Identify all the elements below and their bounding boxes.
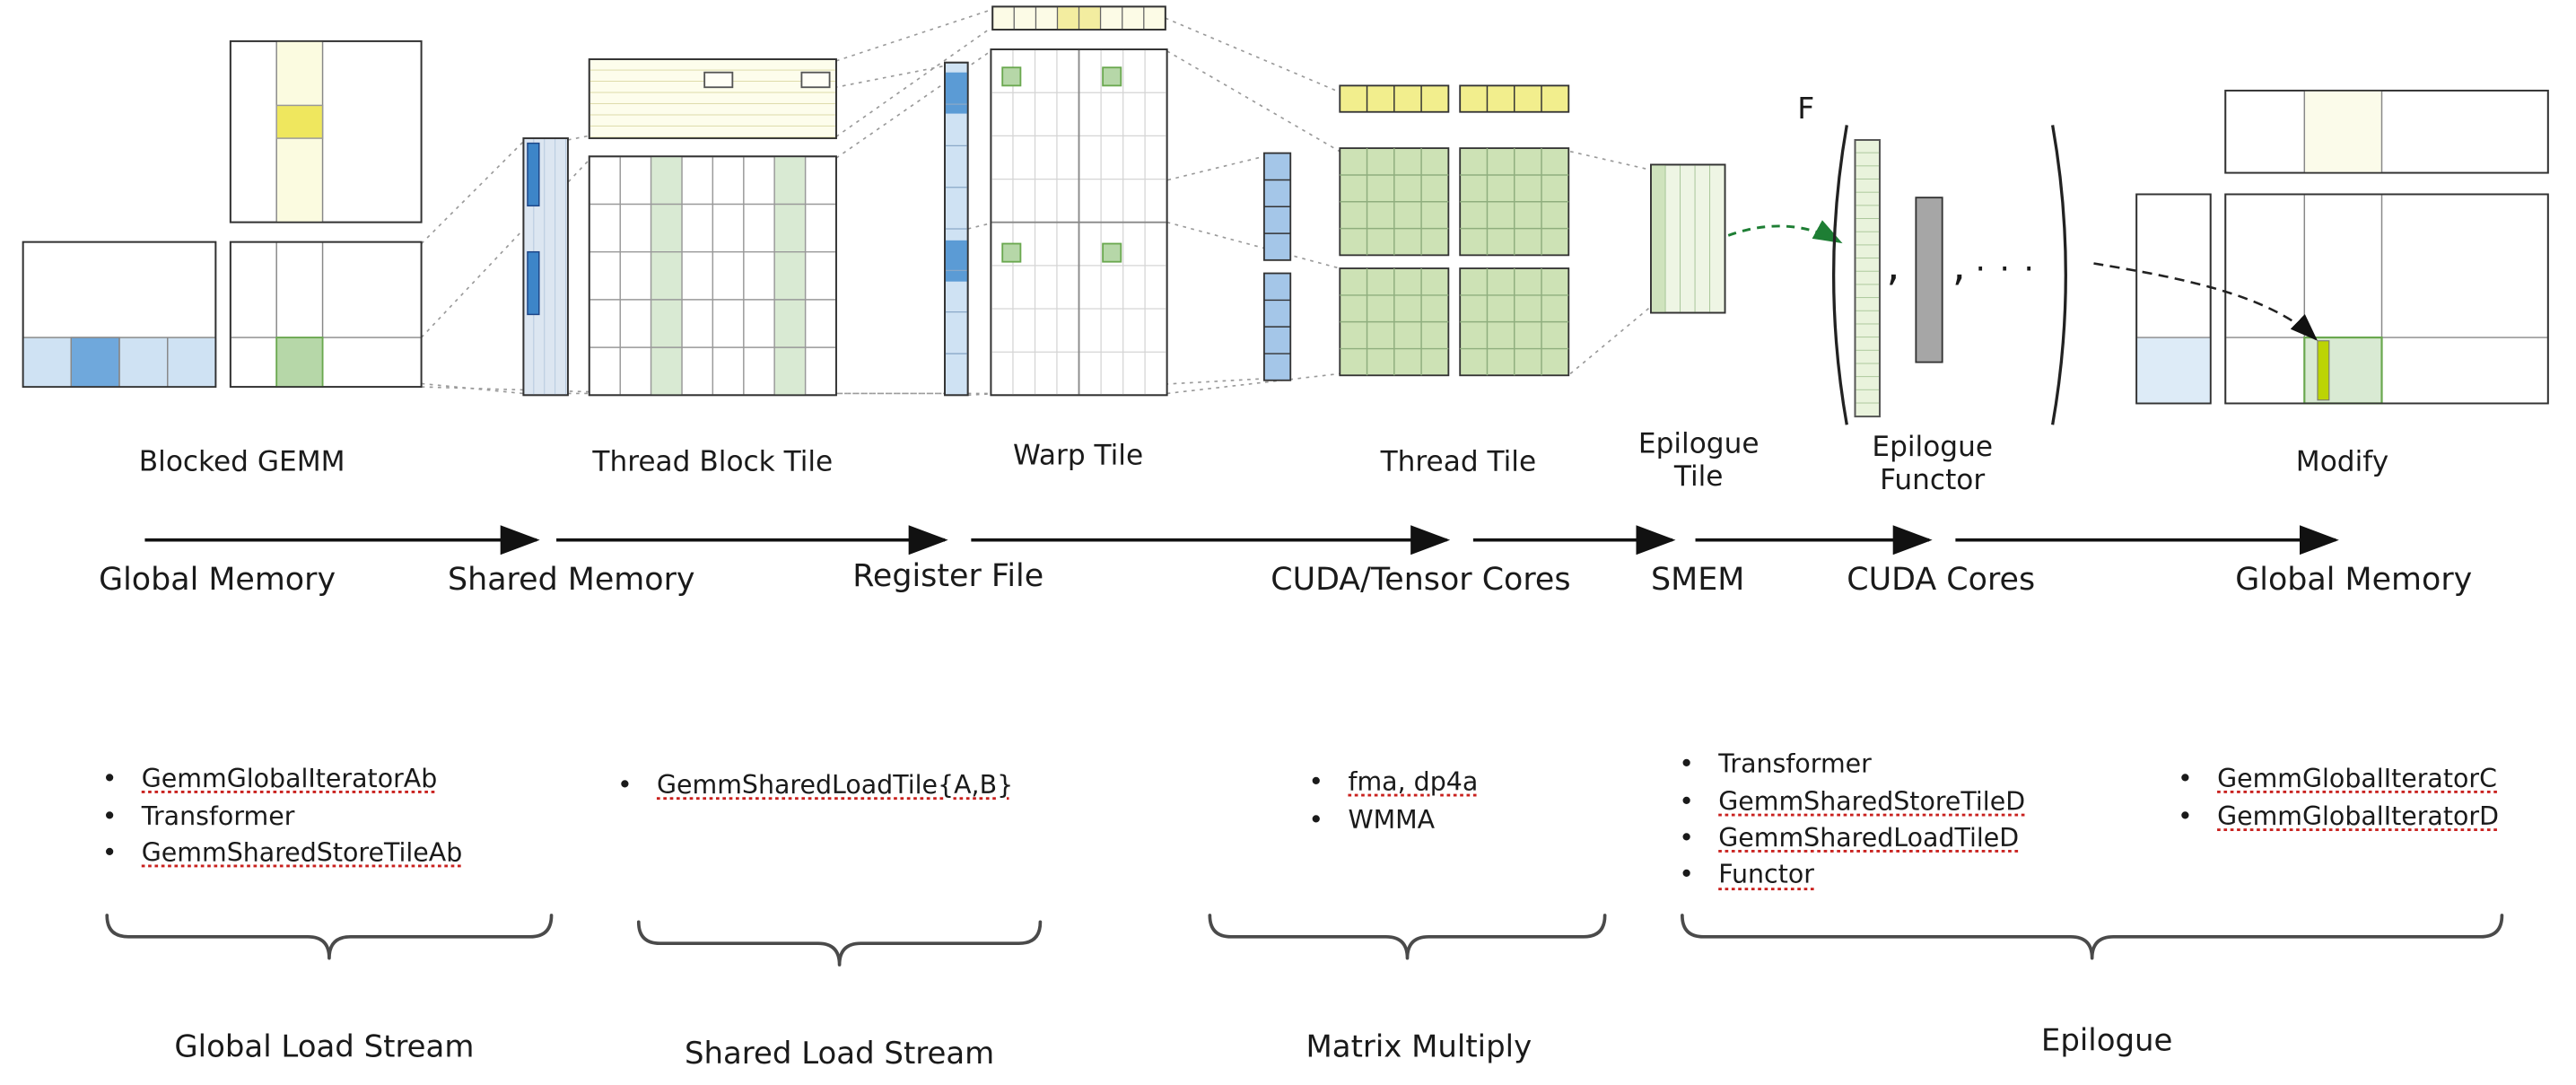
modify-matrix-a-left <box>2135 193 2212 405</box>
modify-matrix-c-main <box>2224 193 2549 405</box>
label-global-load-stream: Global Load Stream <box>174 1030 475 1065</box>
list-item: • WMMA <box>1308 801 1478 837</box>
thread-tile-a-fragments <box>1262 152 1292 381</box>
label-matrix-multiply: Matrix Multiply <box>1305 1030 1533 1065</box>
bullet-icon: • <box>1679 786 1694 817</box>
bullet-icon: • <box>2178 801 2193 831</box>
thread-block-b-strip <box>588 58 837 140</box>
matrix-multiply-list: • fma, dp4a • WMMA <box>1308 764 1478 837</box>
list-item: • GemmSharedLoadTileD <box>1679 819 2025 856</box>
list-item: • GemmSharedStoreTileAb <box>102 835 463 871</box>
modify-matrix-b-top <box>2224 89 2549 174</box>
epilogue-tile-arrow <box>1727 220 1843 244</box>
list-item: • Functor <box>1679 856 2025 893</box>
bullet-icon: • <box>101 764 118 794</box>
list-item: • GemmGlobalIteratorAb <box>102 761 463 798</box>
api-name: Transformer <box>141 801 295 831</box>
api-name: GemmSharedStoreTileD <box>1718 786 2026 817</box>
functor-f-symbol: F <box>1797 92 1815 127</box>
label-global-memory-2: Global Memory <box>2235 561 2473 598</box>
blocked-gemm-matrix-b <box>229 39 423 223</box>
blocked-gemm-matrix-c <box>229 241 423 389</box>
label-epilogue-stream: Epilogue <box>2040 1024 2173 1059</box>
epilogue-functor-graphics <box>1832 125 2067 425</box>
label-register-file: Register File <box>852 557 1044 595</box>
list-item: • GemmGlobalIteratorD <box>2178 798 2499 835</box>
api-name: GemmGlobalIteratorD <box>2217 801 2500 831</box>
thread-block-a-strip <box>522 137 569 397</box>
thread-tile-b-fragments <box>1339 84 1570 113</box>
shared-load-stream-list: • GemmSharedLoadTile{A,B} <box>617 767 1013 804</box>
functor-comma-1: , <box>1886 241 1900 292</box>
bullet-icon: • <box>101 837 118 868</box>
bullet-icon: • <box>1679 823 1694 853</box>
thread-block-c-grid <box>588 155 837 397</box>
label-shared-load-stream: Shared Load Stream <box>684 1037 995 1072</box>
label-warp-tile: Warp Tile <box>1013 439 1144 473</box>
api-name: WMMA <box>1348 804 1436 835</box>
global-store-list: • GemmGlobalIteratorC • GemmGlobalIterat… <box>2178 761 2499 835</box>
label-epilogue-functor-line1: Epilogue <box>1872 431 1994 465</box>
functor-ellipsis: · · · <box>1975 249 2036 289</box>
label-blocked-gemm: Blocked GEMM <box>138 446 345 479</box>
blocked-gemm-matrix-a <box>22 241 217 389</box>
label-smem: SMEM <box>1651 561 1745 598</box>
api-name: GemmSharedStoreTileAb <box>141 837 463 868</box>
api-name: Functor <box>1718 860 1814 890</box>
label-cuda-tensor-cores: CUDA/Tensor Cores <box>1271 561 1571 598</box>
bullet-icon: • <box>1679 860 1694 890</box>
stream-braces <box>105 914 2504 967</box>
bullet-icon: • <box>2178 764 2193 794</box>
functor-comma-2: , <box>1952 241 1966 292</box>
bullet-icon: • <box>101 801 118 831</box>
label-thread-block-tile: Thread Block Tile <box>592 446 834 479</box>
api-name: fma, dp4a <box>1348 767 1479 798</box>
warp-a-strip <box>944 61 969 397</box>
list-item: • Transformer <box>1679 746 2025 783</box>
bullet-icon: • <box>1308 767 1324 798</box>
api-name: GemmSharedLoadTileD <box>1718 823 2020 853</box>
epilogue-list: • Transformer • GemmSharedStoreTileD • G… <box>1679 746 2025 893</box>
label-epilogue-tile-line1: Epilogue <box>1637 427 1760 461</box>
api-name: Transformer <box>1718 749 1872 780</box>
api-name: GemmGlobalIteratorAb <box>141 764 438 794</box>
list-item: • fma, dp4a <box>1308 764 1478 801</box>
list-item: • GemmSharedLoadTile{A,B} <box>617 767 1013 804</box>
warp-c-grid <box>990 48 1168 397</box>
list-item: • GemmGlobalIteratorC <box>2178 761 2499 798</box>
api-name: GemmGlobalIteratorC <box>2217 764 2497 794</box>
label-cuda-cores: CUDA Cores <box>1847 561 2036 598</box>
api-name: GemmSharedLoadTile{A,B} <box>656 770 1014 801</box>
thread-tile-c-accumulators <box>1339 147 1570 377</box>
bullet-icon: • <box>1308 804 1324 835</box>
label-modify: Modify <box>2295 446 2389 479</box>
label-global-memory-1: Global Memory <box>99 561 336 598</box>
label-shared-memory: Shared Memory <box>447 561 695 598</box>
list-item: • GemmSharedStoreTileD <box>1679 783 2025 819</box>
warp-b-strip <box>991 5 1166 31</box>
label-thread-tile: Thread Tile <box>1380 446 1537 479</box>
global-load-stream-list: • GemmGlobalIteratorAb • Transformer • G… <box>102 761 463 871</box>
label-epilogue-tile-line2: Tile <box>1673 460 1724 494</box>
bullet-icon: • <box>1679 749 1694 780</box>
list-item: • Transformer <box>102 798 463 835</box>
bullet-icon: • <box>616 770 633 801</box>
label-epilogue-functor-line2: Functor <box>1880 464 1986 498</box>
epilogue-tile-matrix <box>1650 163 1726 314</box>
